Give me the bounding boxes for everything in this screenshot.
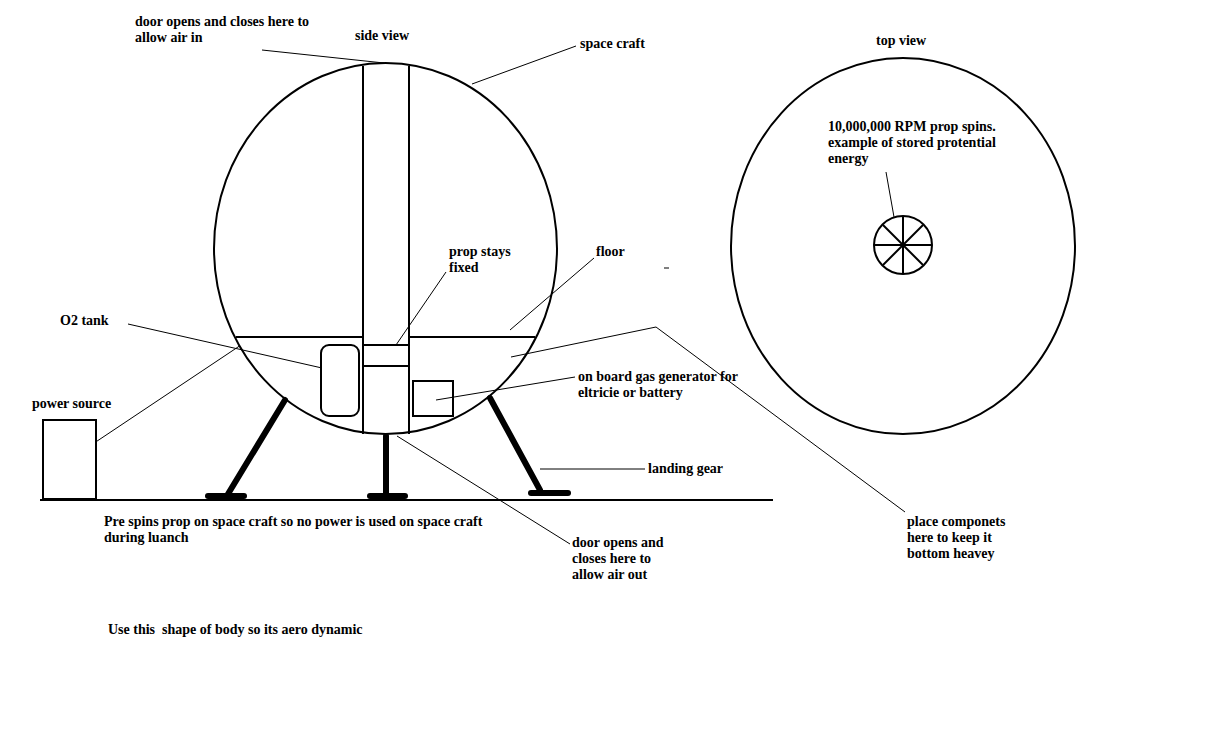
spacecraft-top-circle-outline <box>731 58 1075 434</box>
part-label: landing gear <box>648 461 723 477</box>
part-label: floor <box>596 244 625 260</box>
leader-line <box>540 469 645 470</box>
landing-leg <box>228 400 285 494</box>
power-source-box: power source <box>42 419 97 500</box>
leader-line <box>511 327 905 512</box>
prop-spoke <box>883 225 923 265</box>
door-note: door opens and closes here to allow air … <box>572 535 684 583</box>
connector-line <box>97 346 240 441</box>
power-note: Pre spins prop on space craft so no powe… <box>104 514 504 546</box>
spacecraft-side-circle-shape <box>214 63 557 434</box>
floor-line <box>236 336 363 338</box>
node-heading: power source <box>32 396 111 412</box>
floor-line <box>409 336 535 338</box>
air-tube-wall <box>408 66 410 434</box>
landing-foot <box>531 490 568 496</box>
door-note: door opens and closes here to allow air … <box>135 14 325 46</box>
part-label: on board gas generator for eltricie or b… <box>578 369 738 401</box>
landing-foot <box>370 493 405 499</box>
leader-line <box>396 272 446 345</box>
landing-leg <box>490 398 540 490</box>
power-source-box-shape <box>43 420 96 499</box>
leader-line <box>128 324 322 368</box>
prop-spoke <box>883 225 923 265</box>
prop-line <box>363 365 409 367</box>
power-source-box-outline <box>42 419 97 500</box>
placement-note: place componets here to keep it bottom h… <box>907 514 1025 562</box>
node-heading: top view <box>876 33 926 49</box>
prop-note: 10,000,000 RPM prop spins. example of st… <box>828 119 1000 167</box>
o2-tank <box>321 345 359 416</box>
shape-note: Use this shape of body so its aero dynam… <box>108 622 363 638</box>
spacecraft-top-circle: top view <box>731 58 1075 434</box>
part-label: space craft <box>580 36 645 52</box>
leader-line <box>472 46 576 84</box>
landing-foot <box>208 493 244 499</box>
landing-leg <box>383 436 389 494</box>
leader-line <box>886 172 894 217</box>
stray-mark <box>664 268 669 269</box>
ground-line <box>40 499 773 501</box>
part-label: prop stays fixed <box>449 244 539 276</box>
leader-line <box>262 50 384 63</box>
spacecraft-top-circle-shape <box>731 58 1075 434</box>
prop-line <box>363 344 409 346</box>
air-tube-wall <box>362 66 364 434</box>
node-heading: side view <box>355 28 409 44</box>
part-label: O2 tank <box>60 313 109 329</box>
prop-circle <box>874 216 932 274</box>
